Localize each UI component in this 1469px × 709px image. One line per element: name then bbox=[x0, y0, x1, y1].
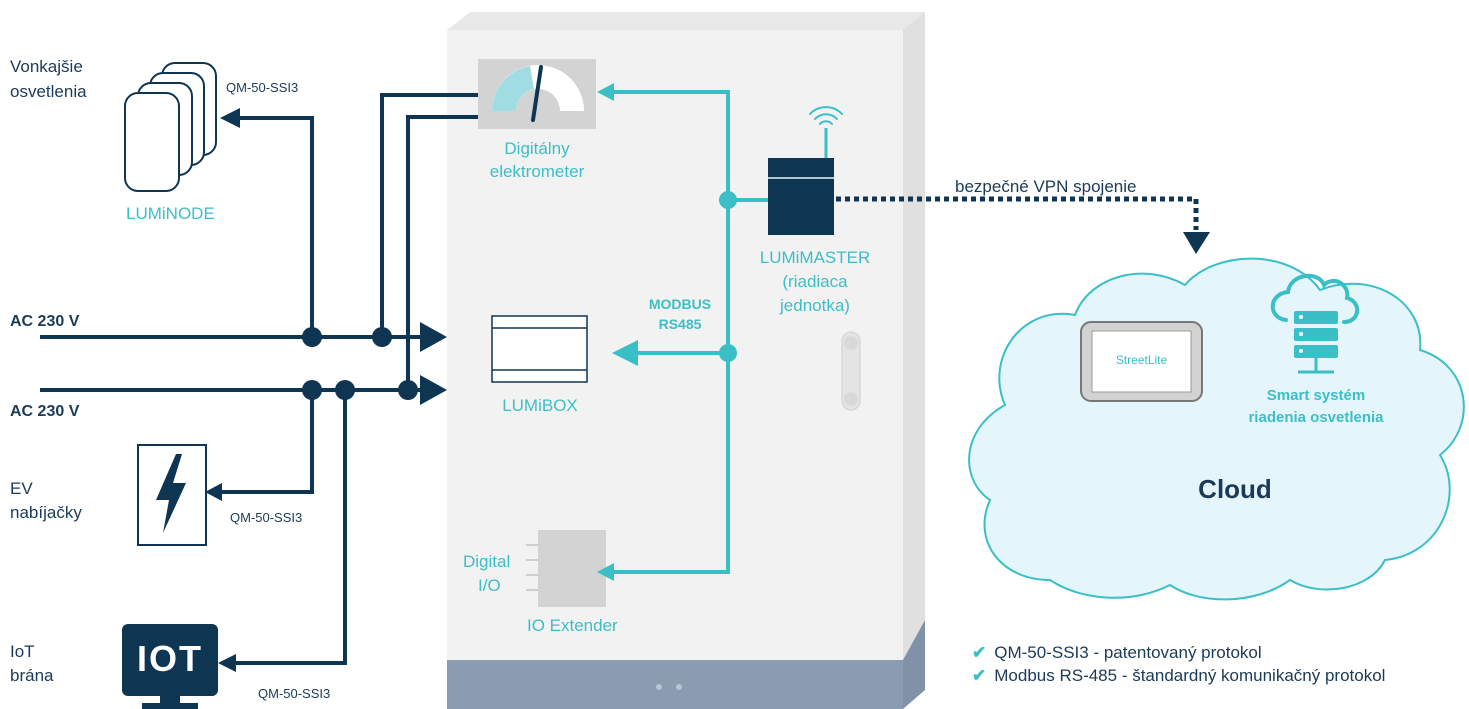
cloud-shape bbox=[968, 257, 1465, 601]
lumimaster-label-line2: (riadiaca bbox=[782, 272, 848, 291]
cabinet-handle bbox=[841, 331, 861, 411]
streetlite-label: StreetLite bbox=[1115, 353, 1168, 367]
elektrometer-label-line2: elektrometer bbox=[489, 162, 585, 181]
power-arrows bbox=[205, 108, 447, 672]
meter-gauge-icon bbox=[478, 59, 596, 129]
modbus-label-line2: RS485 bbox=[658, 316, 702, 332]
io-extender-device bbox=[526, 530, 606, 607]
protocol-label-luminode: QM-50-SSI3 bbox=[226, 80, 299, 95]
smart-system-label-line1: Smart systém bbox=[1266, 387, 1366, 404]
wifi-signal-icon bbox=[809, 106, 843, 125]
protocol-label-iot: QM-50-SSI3 bbox=[258, 686, 331, 701]
legend-item: ✔ QM-50-SSI3 - patentovaný protokol bbox=[972, 643, 1262, 663]
vpn-label: bezpečné VPN spojenie bbox=[955, 177, 1137, 196]
legend-text: QM-50-SSI3 - patentovaný protokol bbox=[994, 643, 1262, 662]
iot-icon-text: IOT bbox=[137, 638, 203, 679]
lumibox-device bbox=[491, 315, 588, 383]
iot-gateway-icon bbox=[122, 624, 218, 709]
vonkajsie-label-line1: Vonkajšie bbox=[10, 57, 83, 76]
io-extender-label: IO Extender bbox=[527, 616, 618, 635]
legend-text: Modbus RS-485 - štandardný komunikačný p… bbox=[994, 666, 1386, 685]
lighting-fixture-icon bbox=[124, 62, 217, 192]
lumibox-label: LUMiBOX bbox=[502, 396, 578, 415]
modbus-label-line1: MODBUS bbox=[648, 296, 712, 312]
vonkajsie-label-line2: osvetlenia bbox=[10, 82, 87, 101]
tablet-icon bbox=[1080, 321, 1203, 402]
protocol-label-ev: QM-50-SSI3 bbox=[230, 510, 303, 525]
ev-label-line1: EV bbox=[10, 479, 33, 498]
ac-label-top: AC 230 V bbox=[10, 313, 80, 330]
digital-io-label-line1: Digital bbox=[463, 552, 511, 571]
elektrometer-label-line1: Digitálny bbox=[504, 139, 570, 158]
lightning-bolt-icon bbox=[137, 444, 207, 546]
modbus-arrows bbox=[597, 83, 737, 581]
smart-system-label-line2: riadenia osvetlenia bbox=[1248, 409, 1384, 426]
server-cloud-icon bbox=[1270, 273, 1360, 374]
checkmark-icon: ✔ bbox=[972, 643, 987, 662]
luminode-label: LUMiNODE bbox=[126, 204, 215, 223]
lumimaster-label-line3: jednotka) bbox=[780, 296, 850, 315]
checkmark-icon: ✔ bbox=[972, 666, 987, 685]
lumimaster-label-line1: LUMiMASTER bbox=[759, 248, 871, 267]
vpn-connection bbox=[836, 196, 1210, 254]
iot-label-line2: brána bbox=[10, 666, 54, 685]
iot-label-line1: IoT bbox=[10, 642, 35, 661]
ev-label-line2: nabíjačky bbox=[10, 503, 82, 522]
ac-label-bottom: AC 230 V bbox=[10, 403, 80, 420]
lumimaster-unit bbox=[768, 128, 834, 235]
cloud-label: Cloud bbox=[1198, 474, 1272, 504]
power-wiring bbox=[40, 93, 478, 665]
digital-io-label-line2: I/O bbox=[478, 576, 501, 595]
legend-item: ✔ Modbus RS-485 - štandardný komunikačný … bbox=[972, 666, 1385, 686]
